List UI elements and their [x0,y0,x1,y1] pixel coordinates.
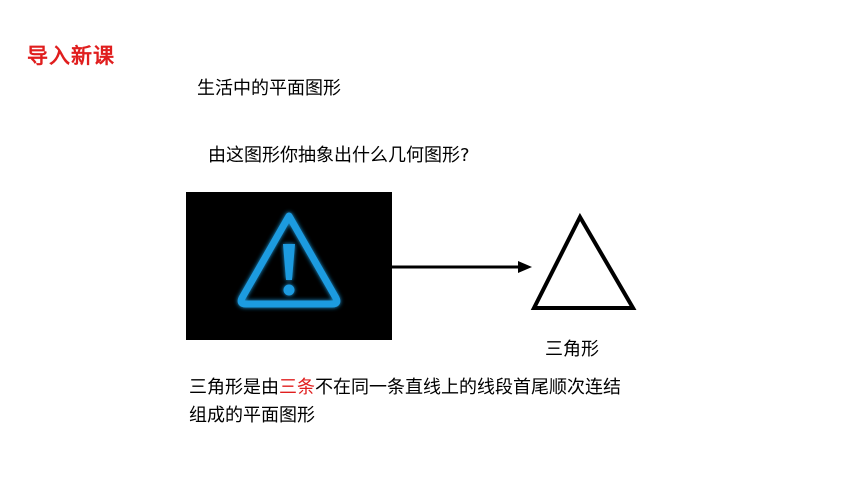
warning-sign-photo [186,192,392,340]
definition-line-2: 组成的平面图形 [189,405,315,426]
slide-question: 由这图形你抽象出什么几何图形? [208,145,470,166]
definition-part-before: 三角形是由 [189,377,279,398]
arrow-right-icon [392,261,532,273]
definition-text: 三角形是由三条不在同一条直线上的线段首尾顺次连结 组成的平面图形 [189,374,621,430]
warning-triangle-icon [237,212,341,308]
triangle-outline-icon [530,212,637,310]
page-title: 导入新课 [27,44,115,68]
definition-part-after: 不在同一条直线上的线段首尾顺次连结 [315,377,621,398]
triangle-label: 三角形 [545,339,599,360]
definition-line-1: 三角形是由三条不在同一条直线上的线段首尾顺次连结 [189,374,621,402]
definition-highlight: 三条 [279,377,315,398]
slide-subtitle: 生活中的平面图形 [197,78,341,99]
